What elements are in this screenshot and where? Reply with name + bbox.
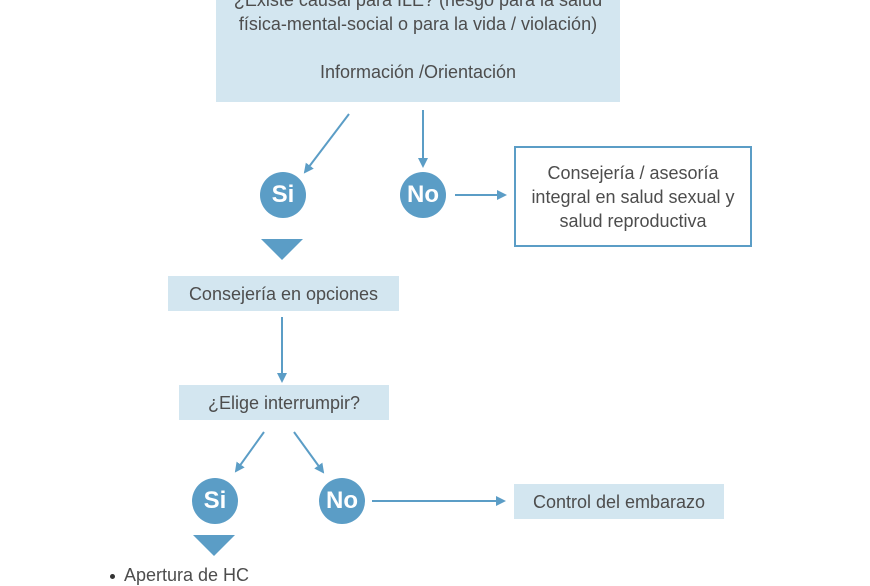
counsel-line1: Consejería / asesoría <box>547 162 719 183</box>
arrow-top-to-yes1 <box>303 113 350 174</box>
no-circle-2: No <box>319 478 365 524</box>
options-counsel-box: Consejería en opciones <box>168 276 399 311</box>
pregnancy-control-box: Control del embarazo <box>514 484 724 519</box>
bullet-text: Apertura de HC <box>124 565 250 585</box>
arrow-decide-to-no2 <box>293 431 325 474</box>
yes-circle-1: Si <box>260 172 306 218</box>
info-orientation-label: Información /Orientación <box>319 62 517 82</box>
interrupt-decision-box: ¿Elige interrumpir? <box>179 385 389 420</box>
causal-question-line1: ¿Existe causal para ILE? (riesgo para la… <box>233 0 603 10</box>
causal-question-box: ¿Existe causal para ILE? (riesgo para la… <box>216 0 620 102</box>
bullet-dot <box>110 573 115 579</box>
down-triangle-1 <box>261 239 303 260</box>
no-circle-1: No <box>400 172 446 218</box>
list-item: Apertura de HC <box>110 565 249 586</box>
counsel-line2: integral en salud sexual y <box>531 186 735 207</box>
yes-circle-2: Si <box>192 478 238 524</box>
sexual-health-counsel-box: Consejería / asesoría integral en salud … <box>514 146 752 247</box>
arrow-decide-to-yes2 <box>234 431 265 473</box>
down-triangle-2 <box>193 535 235 556</box>
causal-question-line2: física-mental-social o para la vida / vi… <box>238 14 598 34</box>
counsel-line3: salud reproductiva <box>559 210 707 231</box>
